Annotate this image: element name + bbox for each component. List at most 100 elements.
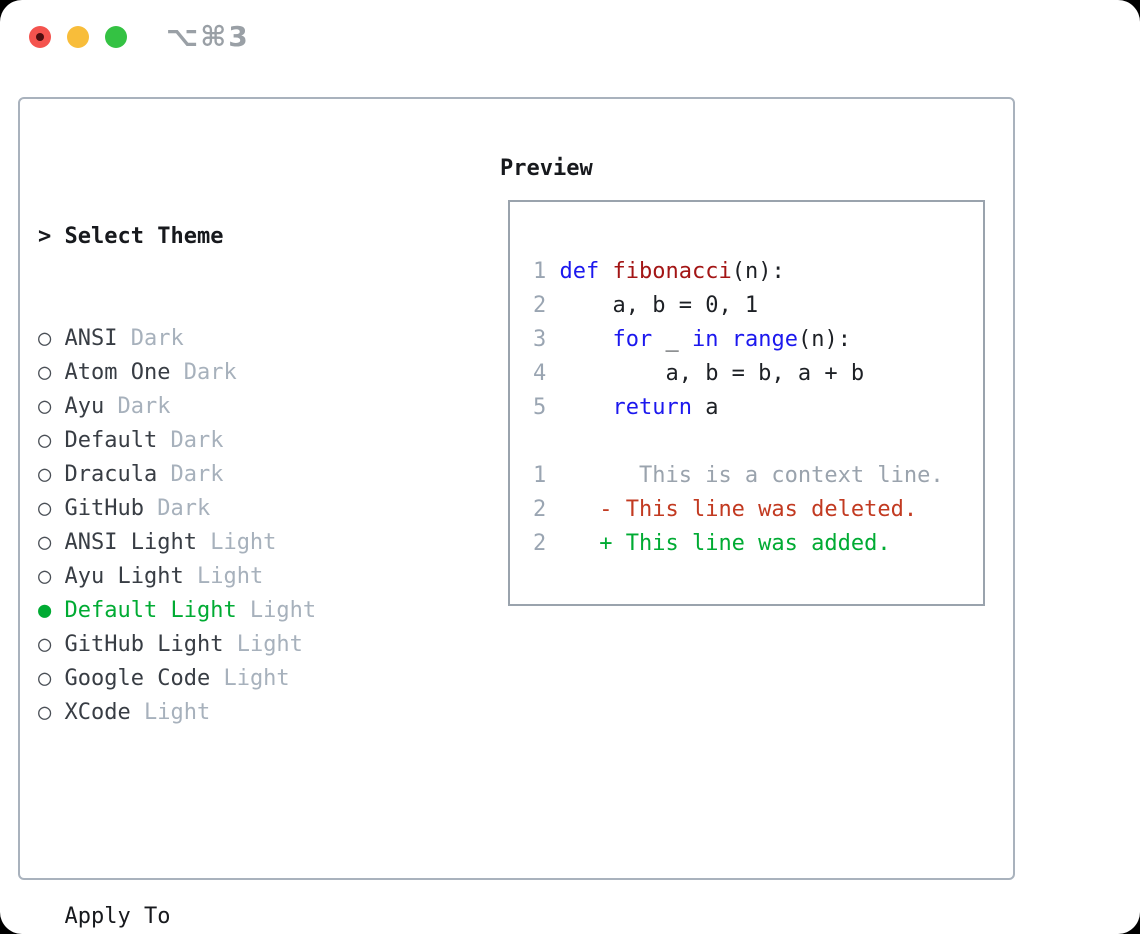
code-line: 1 This is a context line. (533, 459, 983, 493)
theme-option-atom-one[interactable]: ○ Atom One Dark (38, 356, 409, 390)
line-number: 2 (533, 497, 560, 522)
code-line: 5 return a (533, 391, 983, 425)
radio-icon: ○ (38, 666, 65, 691)
code-segment-add: + This line was added. (559, 531, 891, 556)
line-number: 2 (533, 293, 560, 318)
option-label: Ayu (64, 394, 105, 419)
radio-icon: ○ (38, 496, 65, 521)
code-segment-plain (599, 259, 612, 284)
close-button-icon[interactable] (29, 26, 51, 48)
theme-option-ayu-light[interactable]: ○ Ayu Light Light (38, 560, 409, 594)
theme-option-github-light[interactable]: ○ GitHub Light Light (38, 628, 409, 662)
theme-picker-panel: > Select Theme ○ ANSI Dark○ Atom One Dar… (18, 97, 1015, 929)
radio-icon: ○ (38, 326, 65, 351)
select-theme-header-label: Select Theme (64, 224, 224, 249)
code-segment-plain: (n): (731, 259, 785, 284)
code-segment-muted: This is a context line. (559, 463, 944, 488)
code-segment-plain (560, 327, 613, 352)
theme-option-ansi-light[interactable]: ○ ANSI Light Light (38, 526, 409, 560)
radio-icon: ○ (38, 530, 65, 555)
variant-label: Dark (157, 428, 224, 453)
option-label: Google Code (64, 666, 211, 691)
theme-option-default[interactable]: ○ Default Dark (38, 424, 409, 458)
radio-icon: ○ (38, 360, 65, 385)
code-line: 2 a, b = 0, 1 (533, 289, 983, 323)
theme-option-dracula[interactable]: ○ Dracula Dark (38, 458, 409, 492)
line-number: 1 (533, 463, 560, 488)
theme-option-default-light[interactable]: ● Default Light Light (38, 594, 409, 628)
radio-icon: ○ (38, 428, 65, 453)
theme-option-github[interactable]: ○ GitHub Dark (38, 492, 409, 526)
code-segment-plain (718, 327, 731, 352)
code-line: 2 + This line was added. (533, 527, 983, 561)
code-line: 3 for _ in range(n): (533, 323, 983, 357)
theme-option-xcode[interactable]: ○ XCode Light (38, 696, 409, 730)
option-label: Atom One (64, 360, 171, 385)
option-label: GitHub Light (64, 632, 224, 657)
option-label: XCode (64, 700, 131, 725)
code-line: 1 def fibonacci(n): (533, 255, 983, 289)
variant-label: Light (130, 700, 211, 725)
theme-picker-column: > Select Theme ○ ANSI Dark○ Atom One Dar… (38, 152, 409, 934)
code-segment-kw: range (731, 327, 798, 352)
option-label: Default Light (64, 598, 237, 623)
variant-label: Dark (157, 462, 224, 487)
theme-option-ayu[interactable]: ○ Ayu Dark (38, 390, 409, 424)
radio-icon: ○ (38, 564, 65, 589)
code-segment-plain (560, 395, 613, 420)
variant-label: Dark (170, 360, 237, 385)
code-segment-kw: in (691, 327, 719, 352)
select-theme-header: > Select Theme (38, 220, 409, 254)
variant-label: Light (183, 564, 264, 589)
option-label: ANSI (64, 326, 118, 351)
code-segment-plain: _ (652, 327, 692, 352)
variant-label: Dark (104, 394, 171, 419)
theme-option-ansi[interactable]: ○ ANSI Dark (38, 322, 409, 356)
code-segment-plain: a, b = 0, 1 (559, 293, 759, 318)
focus-caret: > (38, 224, 52, 249)
variant-label: Dark (143, 496, 211, 521)
line-number: 1 (533, 259, 560, 284)
line-number: 2 (533, 531, 560, 556)
option-label: Ayu Light (64, 564, 184, 589)
option-label: GitHub (64, 496, 144, 521)
code-segment-kw: def (559, 259, 600, 284)
code-line (533, 221, 983, 255)
radio-icon: ○ (38, 394, 65, 419)
code-line: 4 a, b = b, a + b (533, 357, 983, 391)
variant-label: Light (223, 632, 303, 657)
variant-label: Light (196, 530, 277, 555)
variant-label: Dark (117, 326, 184, 351)
code-segment-plain: a (691, 395, 719, 420)
code-segment-plain: a, b = b, a + b (559, 361, 865, 386)
code-segment-kw: return (612, 395, 692, 420)
apply-to-header: Apply To (64, 904, 171, 929)
code-line (533, 425, 983, 459)
traffic-lights (29, 26, 127, 48)
variant-label: Light (210, 666, 290, 691)
preview-header: Preview (500, 156, 593, 181)
code-segment-plain: (n): (797, 327, 851, 352)
line-number: 4 (533, 361, 560, 386)
theme-list: ○ ANSI Dark○ Atom One Dark○ Ayu Dark○ De… (38, 322, 409, 730)
line-number: 3 (533, 327, 560, 352)
option-label: Dracula (64, 462, 158, 487)
radio-icon: ○ (38, 632, 65, 657)
minimize-button-icon[interactable] (67, 26, 89, 48)
selected-radio-icon: ● (38, 598, 65, 623)
code-segment-kw: for (612, 327, 653, 352)
code-segment-del: - This line was deleted. (559, 497, 918, 522)
radio-icon: ○ (38, 462, 65, 487)
code-line: 2 - This line was deleted. (533, 493, 983, 527)
spacer (38, 798, 409, 832)
theme-option-google-code[interactable]: ○ Google Code Light (38, 662, 409, 696)
line-number: 5 (533, 395, 560, 420)
option-label: ANSI Light (64, 530, 197, 555)
variant-label: Light (236, 598, 317, 623)
window-shortcut-label: ⌥⌘3 (166, 20, 250, 53)
zoom-button-icon[interactable] (105, 26, 127, 48)
radio-icon: ○ (38, 700, 65, 725)
